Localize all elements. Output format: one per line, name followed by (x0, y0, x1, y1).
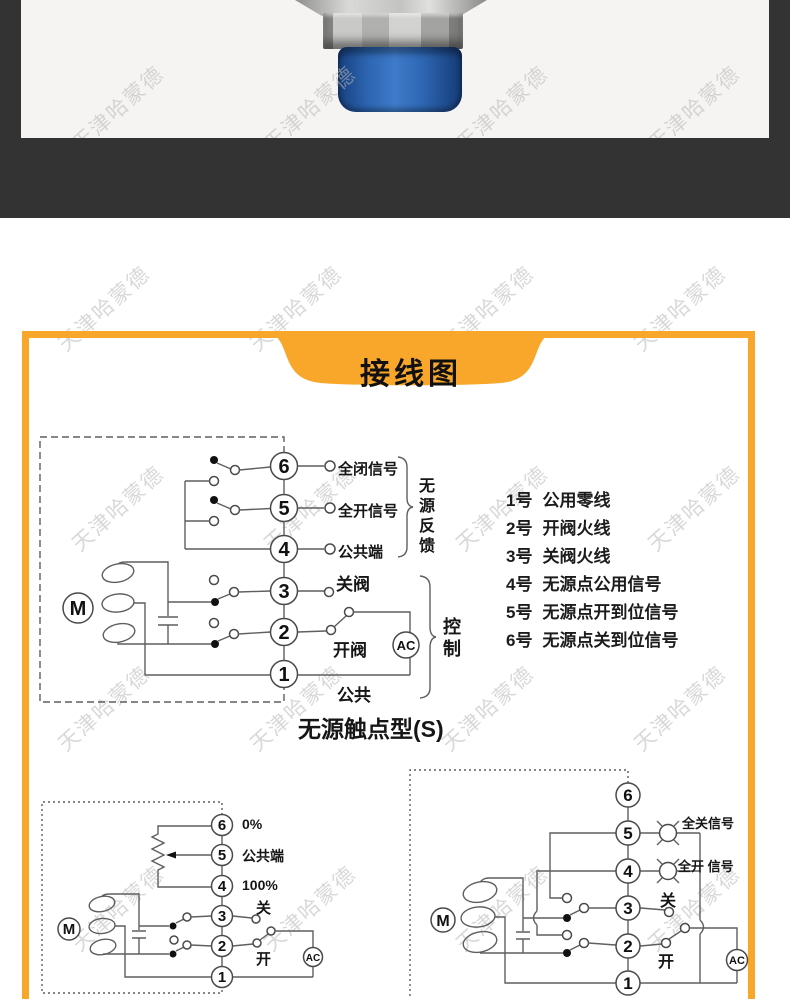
legend-row: 3号关阀火线 (506, 540, 678, 568)
legend-row: 1号公用零线 (506, 484, 678, 512)
product-flange (295, 0, 487, 16)
legend-row: 6号无源点关到位信号 (506, 624, 678, 652)
legend-row: 5号无源点开到位信号 (506, 596, 678, 624)
left-dark-bar (0, 0, 21, 138)
terminal-legend: 1号公用零线 2号开阀火线 3号关阀火线 4号无源点公用信号 5号无源点开到位信… (506, 484, 678, 652)
label-common: 公共 (337, 686, 371, 705)
label-0-percent: 0% (242, 816, 263, 832)
label-close: 关 (660, 893, 677, 910)
label-control: 控制 (441, 617, 461, 661)
legend-desc: 无源点开到位信号 (542, 602, 679, 622)
label-100-percent: 100% (242, 877, 278, 893)
legend-desc: 公用零线 (542, 490, 611, 510)
label-full-open-signal: 全开 信号 (678, 859, 734, 874)
legend-no: 4号 (506, 574, 533, 594)
label-common-terminal: 公共端 (338, 544, 384, 561)
product-photo (21, 0, 769, 138)
legend-desc: 关阀火线 (542, 546, 611, 566)
label-open-valve: 开阀 (333, 641, 367, 660)
label-open: 开 (256, 951, 272, 968)
product-hex-nut (323, 13, 463, 49)
legend-desc: 无源点公用信号 (542, 574, 662, 594)
label-close-valve: 关阀 (336, 575, 370, 594)
label-open: 开 (658, 954, 675, 971)
title-tab-shape (263, 331, 559, 386)
label-close: 关 (256, 900, 272, 917)
legend-row: 2号开阀火线 (506, 512, 678, 540)
legend-desc: 开阀火线 (542, 518, 611, 538)
label-common-terminal: 公共端 (242, 848, 284, 864)
wiring-diagram-panel: 接线图 (22, 331, 755, 999)
panel-title: 接线图 (360, 358, 462, 391)
label-full-open-signal: 全开信号 (338, 503, 399, 520)
product-blue-cap (338, 47, 462, 112)
label-full-closed-signal: 全闭信号 (338, 461, 399, 478)
legend-no: 2号 (506, 518, 533, 538)
diagram-caption: 无源触点型(S) (298, 716, 444, 742)
legend-no: 5号 (506, 602, 533, 622)
legend-desc: 无源点关到位信号 (542, 630, 679, 650)
legend-row: 4号无源点公用信号 (506, 568, 678, 596)
label-passive-feedback: 无源反馈 (416, 477, 433, 557)
legend-no: 6号 (506, 630, 533, 650)
label-full-close-signal: 全关信号 (682, 816, 735, 831)
right-dark-bar (769, 0, 790, 138)
legend-no: 1号 (506, 490, 533, 510)
dark-divider-band (0, 138, 790, 218)
legend-no: 3号 (506, 546, 533, 566)
